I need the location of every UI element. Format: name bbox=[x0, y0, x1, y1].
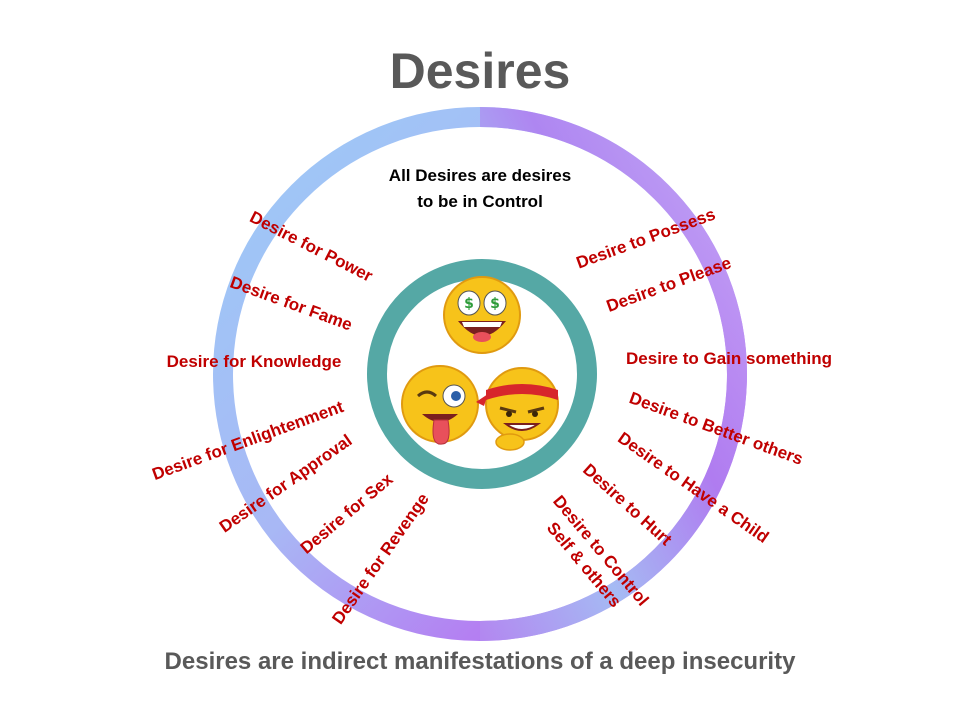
svg-text:$: $ bbox=[464, 296, 474, 312]
desire-label: Desire for Knowledge bbox=[166, 352, 342, 371]
footer-caption: Desires are indirect manifestations of a… bbox=[164, 648, 796, 675]
winking-tongue-emoji-icon bbox=[401, 365, 479, 445]
svg-text:$: $ bbox=[490, 296, 500, 312]
center-text-line-1: All Desires are desires bbox=[388, 166, 572, 185]
money-eyes-emoji-icon: $ $ bbox=[443, 276, 521, 354]
center-text-line-2: to be in Control bbox=[417, 192, 543, 211]
center-text: All Desires are desires to be in Control bbox=[330, 163, 630, 215]
page-title: Desires bbox=[389, 43, 571, 99]
angry-bandana-emoji-icon bbox=[476, 367, 559, 451]
outer-ring-right-half bbox=[479, 107, 747, 641]
desire-label: Desire to Gain something bbox=[626, 349, 832, 368]
